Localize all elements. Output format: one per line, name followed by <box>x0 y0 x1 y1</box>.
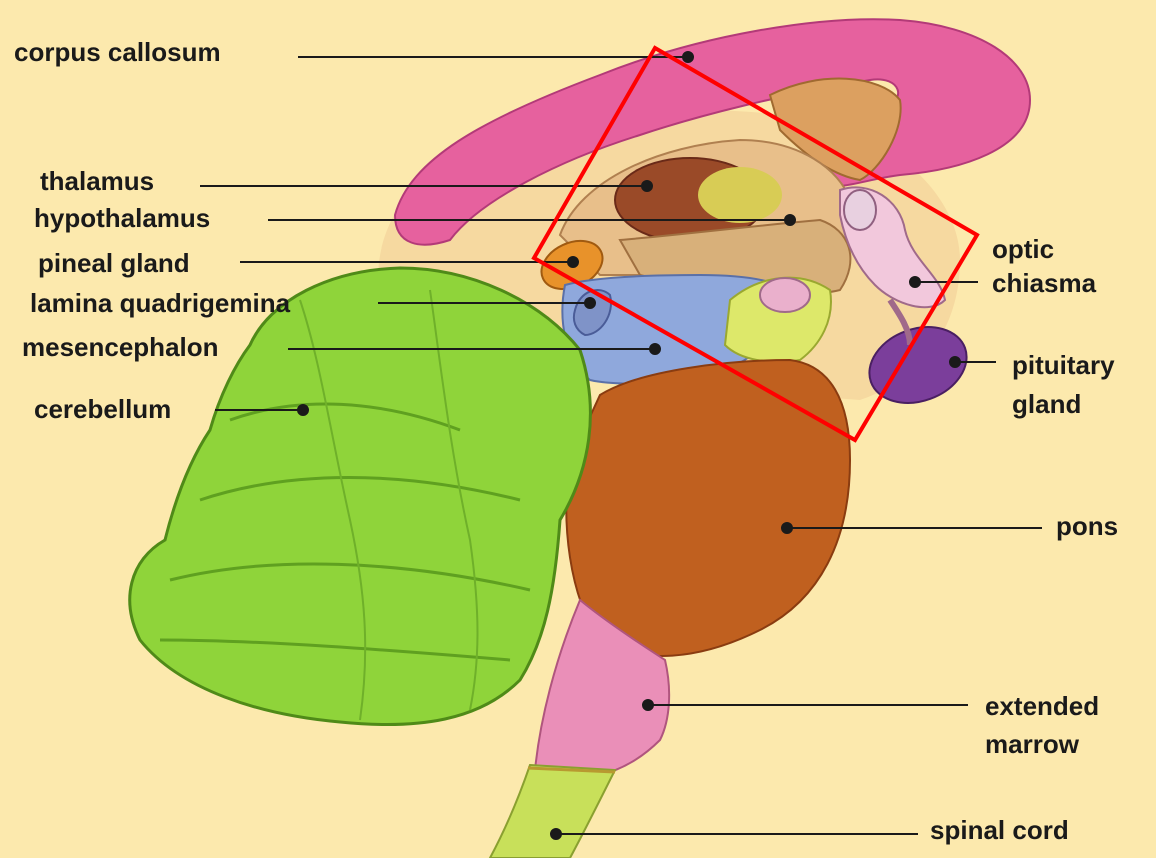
label-pons: pons <box>1056 511 1118 542</box>
label-hypothalamus: hypothalamus <box>34 203 210 234</box>
dot-mesencephalon <box>650 344 660 354</box>
label-thalamus: thalamus <box>40 166 154 197</box>
label-optic-chiasma-line2: chiasma <box>992 268 1096 299</box>
dot-optic-chiasma <box>910 277 920 287</box>
label-cerebellum: cerebellum <box>34 394 171 425</box>
dot-lamina-quadrigemina <box>585 298 595 308</box>
dot-corpus-callosum <box>683 52 693 62</box>
label-optic-chiasma-line1: optic <box>992 234 1054 265</box>
dot-cerebellum <box>298 405 308 415</box>
mammillary-body <box>760 278 810 312</box>
label-pineal-gland: pineal gland <box>38 248 190 279</box>
dot-pineal-gland <box>568 257 578 267</box>
label-spinal-cord: spinal cord <box>930 815 1069 846</box>
label-extended-marrow-line1: extended <box>985 691 1099 722</box>
optic-nerve <box>844 190 876 230</box>
pons-shape <box>566 360 850 656</box>
label-extended-marrow-line2: marrow <box>985 729 1079 760</box>
label-pituitary-gland-line1: pituitary <box>1012 350 1115 381</box>
dot-pituitary-gland <box>950 357 960 367</box>
label-pituitary-gland-line2: gland <box>1012 389 1081 420</box>
label-lamina-quadrigemina: lamina quadrigemina <box>30 288 290 319</box>
label-mesencephalon: mesencephalon <box>22 332 219 363</box>
dot-spinal-cord <box>551 829 561 839</box>
dot-thalamus <box>642 181 652 191</box>
dot-extended-marrow <box>643 700 653 710</box>
dot-pons <box>782 523 792 533</box>
spinal-cord-shape <box>490 765 615 858</box>
thalamus-highlight <box>698 167 782 223</box>
label-corpus-callosum: corpus callosum <box>14 37 221 68</box>
dot-hypothalamus <box>785 215 795 225</box>
